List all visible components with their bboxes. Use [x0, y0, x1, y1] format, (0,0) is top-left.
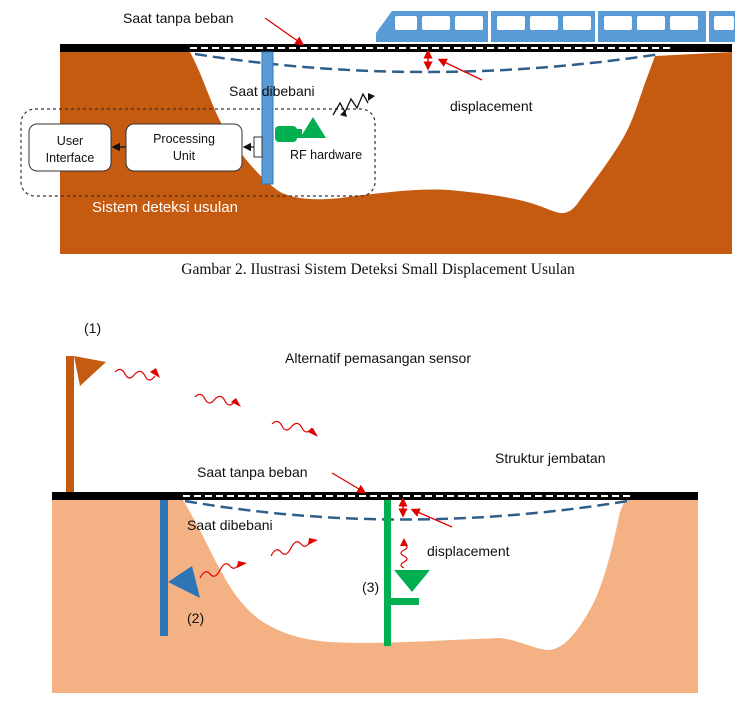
train [376, 11, 735, 42]
ravine-ground [60, 52, 732, 254]
deflection-curve [194, 52, 661, 74]
label-no-load: Saat tanpa beban [123, 10, 234, 26]
ravine-ground-2 [52, 500, 698, 693]
label-displacement: displacement [450, 98, 533, 114]
user-interface-box [28, 123, 112, 172]
sensor-3-label: (3) [362, 579, 379, 595]
sensor-1-label: (1) [84, 320, 101, 336]
sensor-2-blue [160, 500, 200, 636]
user-interface-label-line1: User [57, 134, 83, 148]
sensor-3-green [384, 500, 430, 646]
system-region [20, 108, 376, 197]
signal-waves [114, 368, 408, 579]
sensor-1-orange [66, 356, 106, 492]
label-loaded-2: Saat dibebani [187, 517, 273, 533]
label-system: Sistem deteksi usulan [92, 199, 238, 216]
deflection-curve-2 [184, 499, 629, 521]
label-structure: Struktur jembatan [495, 450, 606, 466]
sensor-pole [261, 51, 274, 185]
label-displacement-2: displacement [427, 543, 510, 559]
rf-signal-icon [332, 92, 369, 116]
label-rf-hardware: RF hardware [290, 148, 362, 162]
figure-1: Saat tanpa beban Saat dibebani displacem… [20, 10, 735, 254]
sensor-2-label: (2) [187, 610, 204, 626]
processing-unit-label-line2: Unit [173, 149, 196, 163]
label-loaded: Saat dibebani [229, 83, 315, 99]
label-no-load-2: Saat tanpa beban [197, 464, 308, 480]
label-alternatives: Alternatif pemasangan sensor [285, 350, 471, 366]
bridge-deck [60, 44, 732, 52]
user-interface-label-line2: Interface [46, 151, 95, 165]
figure-2: (1) Alternatif pemasangan sensor Struktu… [52, 320, 698, 693]
figure-caption: Gambar 2. Ilustrasi Sistem Deteksi Small… [181, 261, 575, 278]
rf-hardware-icon [275, 117, 326, 142]
processing-unit-label-line1: Processing [153, 132, 215, 146]
